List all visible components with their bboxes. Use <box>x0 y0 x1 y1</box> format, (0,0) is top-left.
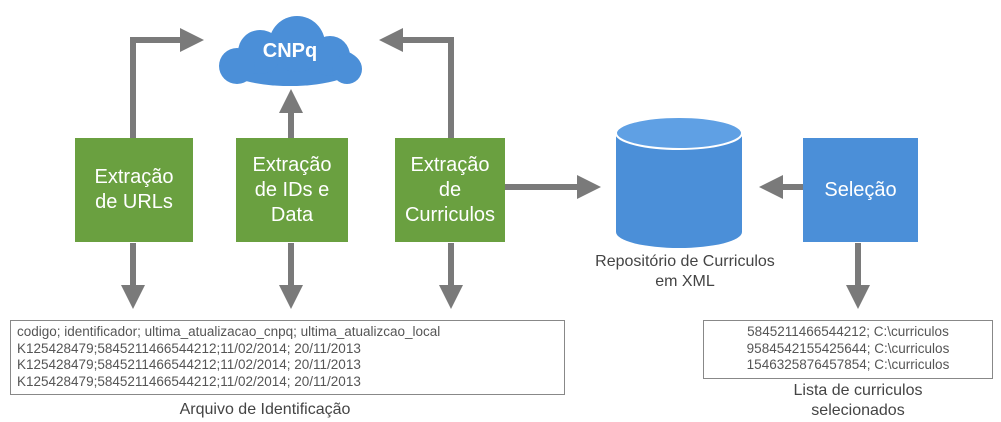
id-file-row: K125428479;5845211466544212;11/02/2014; … <box>17 357 361 372</box>
id-file-row: K125428479;5845211466544212;11/02/2014; … <box>17 373 361 389</box>
arrow-curriculos-to-cnpq <box>379 28 454 138</box>
id-file-row: K125428479;5845211466544212;11/02/2014; … <box>17 340 361 356</box>
selected-list-caption: Lista de curriculos selecionados <box>793 382 923 419</box>
selected-list-row: 9584542155425644; C:\curriculos <box>746 340 950 356</box>
arrow-urls-to-cnpq <box>130 28 204 138</box>
box-selecao-label: Seleção <box>824 178 897 201</box>
cnpq-cloud-icon <box>219 16 362 86</box>
id-file-caption: Arquivo de Identificação <box>179 401 351 418</box>
id-file-panel: codigo; identificador; ultima_atualizaca… <box>10 320 565 395</box>
selected-list-row: 5845211466544212; C:\curriculos <box>747 324 949 339</box>
box-extracao-curriculos: Extração de Curriculos <box>395 138 505 242</box>
box-extracao-ids: Extração de IDs e Data <box>236 138 348 242</box>
database-icon <box>615 116 743 248</box>
box-extracao-curriculos-label: Extração de Curriculos <box>404 153 496 226</box>
box-extracao-ids-label: Extração de IDs e Data <box>252 153 332 226</box>
selected-list-panel: 5845211466544212; C:\curriculos 95845421… <box>703 320 993 379</box>
id-file-header: codigo; identificador; ultima_atualizaca… <box>17 324 441 339</box>
box-selecao: Seleção <box>803 138 918 242</box>
repository-caption: Repositório de Curriculos em XML <box>595 253 775 290</box>
box-extracao-urls-label: Extração de URLs <box>94 166 174 213</box>
box-extracao-urls: Extração de URLs <box>75 138 193 242</box>
cnpq-label: CNPq <box>262 40 318 62</box>
selected-list-row: 1546325876457854; C:\curriculos <box>746 357 950 372</box>
